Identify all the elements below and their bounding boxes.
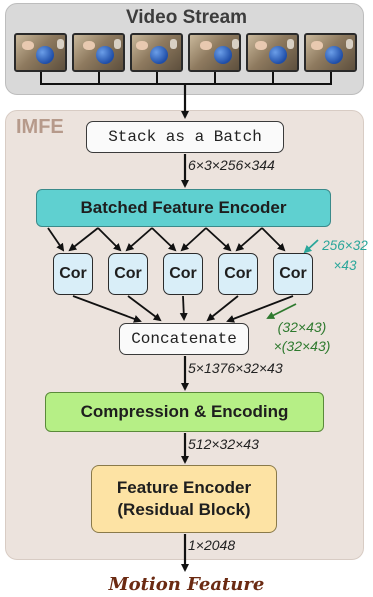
feature-encoder-subtitle: (Residual Block)	[117, 500, 251, 519]
batched-feature-encoder-box: Batched Feature Encoder	[36, 189, 331, 227]
correlation-box: Cor	[163, 253, 203, 295]
encoder-output-dim-note: 256×32 ×43	[316, 236, 373, 276]
video-frame	[130, 33, 183, 72]
video-frame	[14, 33, 67, 72]
correlation-box: Cor	[273, 253, 313, 295]
stack-as-batch-box: Stack as a Batch	[86, 121, 284, 153]
video-frame	[188, 33, 241, 72]
correlation-box: Cor	[218, 253, 258, 295]
concat-output-dim: 5×1376×32×43	[188, 360, 283, 376]
compression-output-dim: 512×32×43	[188, 436, 259, 452]
concatenate-box: Concatenate	[119, 323, 249, 355]
feature-output-dim: 1×2048	[188, 537, 236, 553]
correlation-dim-line2: ×(32×43)	[273, 338, 331, 354]
feature-encoder-title: Feature Encoder	[116, 478, 252, 497]
encoder-dim-line2: ×43	[333, 258, 357, 273]
correlation-dim-line1: (32×43)	[277, 319, 327, 335]
correlation-box: Cor	[53, 253, 93, 295]
feature-encoder-box: Feature Encoder (Residual Block)	[91, 465, 277, 533]
encoder-dim-line1: 256×32	[322, 238, 368, 253]
motion-feature-label: Motion Feature	[108, 574, 265, 595]
video-frame	[72, 33, 125, 72]
stack-output-dim: 6×3×256×344	[188, 157, 275, 173]
video-frame	[304, 33, 357, 72]
correlation-box: Cor	[108, 253, 148, 295]
frame-merge-bracket	[40, 72, 332, 85]
video-stream-title: Video Stream	[125, 7, 248, 28]
compression-encoding-box: Compression & Encoding	[45, 392, 324, 432]
correlation-dim-note: (32×43) ×(32×43)	[262, 318, 342, 356]
video-frame	[246, 33, 299, 72]
imfe-label: IMFE	[16, 116, 64, 138]
